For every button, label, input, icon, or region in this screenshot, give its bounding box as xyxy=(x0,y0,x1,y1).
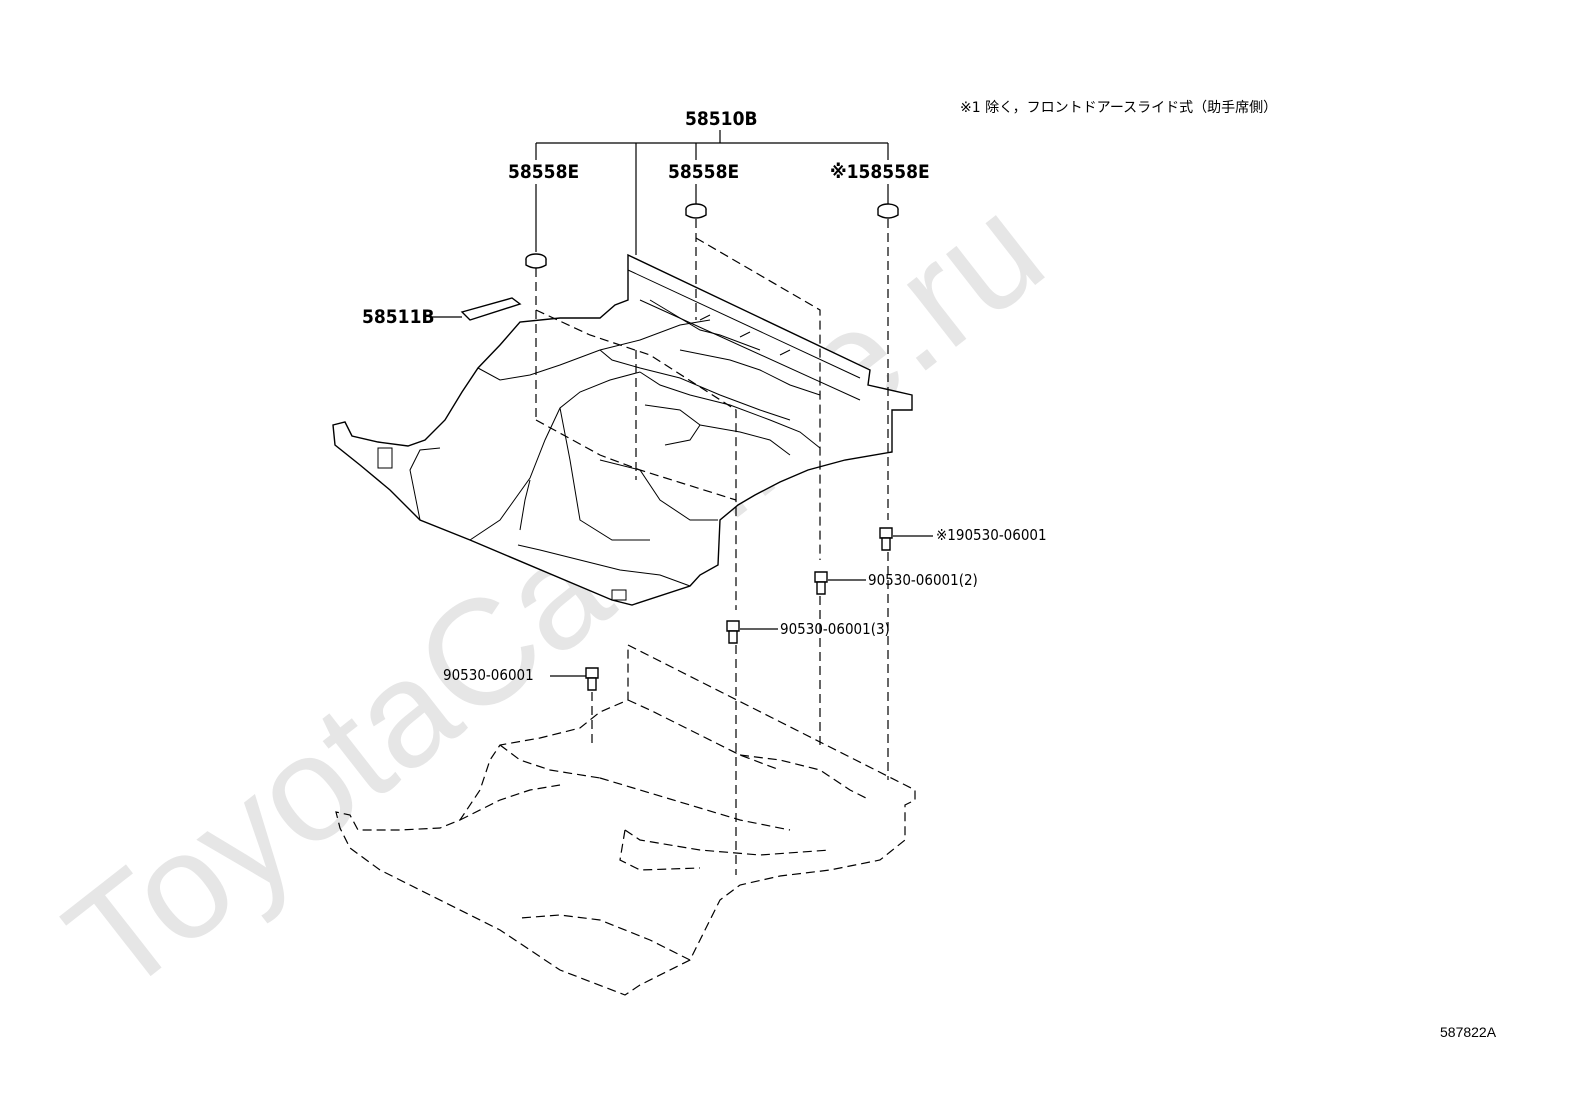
label-clip-3[interactable]: 90530-06001(3) xyxy=(780,620,890,638)
note-text: ※1 除く，フロントドアースライド式（助手席側） xyxy=(960,100,1277,116)
assembly-bracket xyxy=(432,130,933,677)
vehicle-floor-pan xyxy=(335,644,916,996)
hole-plug-right[interactable] xyxy=(877,203,899,219)
clip-projection-lines xyxy=(591,552,889,875)
label-clip-note1[interactable]: ※190530-06001 xyxy=(936,526,1047,544)
carpet-hidden-lines xyxy=(535,219,889,610)
watermark: ToyotaCarMine.ru xyxy=(36,164,1072,1025)
label-clip-single[interactable]: 90530-06001 xyxy=(443,666,534,684)
clip-2[interactable] xyxy=(814,571,828,595)
hole-plug-mid[interactable] xyxy=(685,203,707,219)
label-58511B[interactable]: 58511B xyxy=(362,306,435,328)
clip-note1[interactable] xyxy=(879,527,893,551)
label-clip-2[interactable]: 90530-06001(2) xyxy=(868,571,978,589)
label-58558E-left[interactable]: 58558E xyxy=(508,161,579,183)
label-58558E-right[interactable]: ※158558E xyxy=(830,161,930,183)
hole-plug-left[interactable] xyxy=(525,253,547,269)
label-58558E-mid[interactable]: 58558E xyxy=(668,161,739,183)
clip-single[interactable] xyxy=(585,667,599,691)
floor-carpet-assembly[interactable] xyxy=(332,253,913,606)
label-58510B[interactable]: 58510B xyxy=(685,108,758,130)
silencer-pad[interactable] xyxy=(460,297,522,321)
diagram-code: 587822A xyxy=(1440,1024,1497,1040)
clip-3[interactable] xyxy=(726,620,740,644)
